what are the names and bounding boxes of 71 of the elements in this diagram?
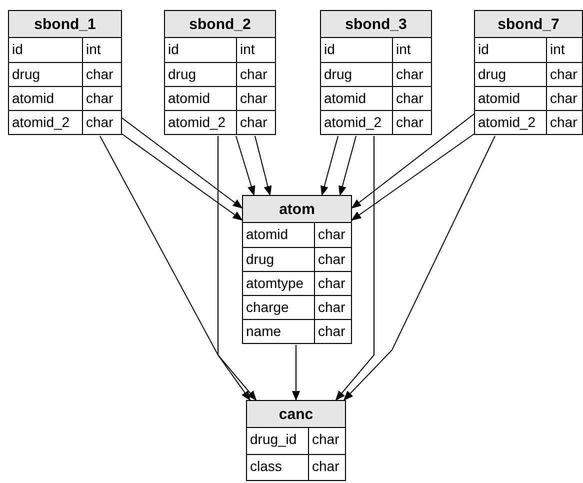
table-header: sbond_7: [475, 11, 582, 38]
table-cell: drug: [165, 63, 237, 86]
table-cell-text: char: [311, 457, 340, 476]
table-cell-text: char: [317, 322, 346, 341]
table-cell: drug: [475, 63, 547, 86]
table-cell: atomtype: [243, 272, 315, 295]
table-cell-text: int: [85, 40, 102, 59]
table-cell: atomid: [165, 87, 237, 110]
table-cell: atomid_2: [321, 111, 393, 134]
table-cell: id: [9, 38, 83, 62]
arrow: [351, 114, 474, 209]
table-cell-text: int: [239, 40, 256, 59]
table-cell-text: char: [317, 274, 346, 293]
table-cell-text: int: [549, 40, 566, 59]
table-box: [474, 10, 583, 135]
table-cell-text: char: [85, 89, 114, 108]
arrow: [338, 136, 356, 196]
table-cell-text: char: [239, 113, 268, 132]
table-cell: drug: [243, 248, 315, 271]
table-cell-text: char: [317, 225, 346, 244]
arrow: [320, 136, 338, 196]
table-cell: charge: [243, 296, 315, 319]
table-cell: id: [321, 38, 393, 62]
arrow: [122, 134, 243, 221]
table-cell: atomid_2: [9, 111, 83, 134]
table-cell-text: char: [549, 89, 578, 108]
table-cell-text: char: [395, 113, 424, 132]
table-cell-text: char: [311, 430, 340, 449]
table-cell-text: char: [239, 65, 268, 84]
table-header: sbond_3: [321, 11, 431, 38]
table-cell: class: [247, 455, 309, 480]
table-cell-text: char: [85, 65, 114, 84]
table-box: [242, 195, 352, 344]
arrow: [335, 136, 374, 401]
table-cell-text: char: [395, 65, 424, 84]
arrow: [254, 136, 272, 196]
table-cell-text: char: [549, 113, 578, 132]
table-cell: name: [243, 320, 315, 343]
table-cell: atomid_2: [165, 111, 237, 134]
table-cell-text: char: [549, 65, 578, 84]
table-cell-text: char: [85, 113, 114, 132]
table-cell: id: [475, 38, 547, 62]
table-cell: drug: [321, 63, 393, 86]
arrow: [122, 118, 243, 209]
table-cell-text: char: [239, 89, 268, 108]
arrow: [351, 134, 474, 221]
arrow: [343, 136, 496, 401]
arrow: [218, 136, 251, 401]
arrow: [236, 136, 256, 196]
table-box: [8, 10, 122, 135]
table-box: [246, 400, 346, 481]
arrow: [292, 344, 300, 401]
table-cell: atomid: [475, 87, 547, 110]
table-cell: atomid: [243, 223, 315, 247]
table-cell-text: int: [395, 40, 412, 59]
table-header: sbond_2: [165, 11, 275, 38]
table-cell: atomid: [321, 87, 393, 110]
table-cell: atomid: [9, 87, 83, 110]
table-cell-text: char: [395, 89, 424, 108]
table-box: [164, 10, 276, 135]
table-header: sbond_1: [9, 11, 121, 38]
table-box: [320, 10, 432, 135]
table-cell: id: [165, 38, 237, 62]
table-cell-text: char: [317, 298, 346, 317]
arrow: [100, 136, 257, 401]
table-cell: drug_id: [247, 428, 309, 454]
table-cell-text: char: [317, 250, 346, 269]
table-cell: atomid_2: [475, 111, 547, 134]
table-header: canc: [247, 401, 345, 428]
table-cell: drug: [9, 63, 83, 86]
table-header: atom: [243, 196, 351, 223]
